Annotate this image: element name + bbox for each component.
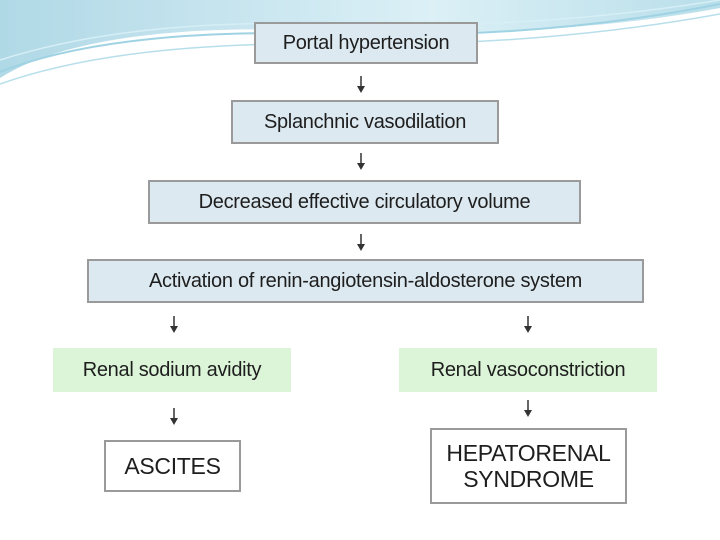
splanchnic-vasodilation-label: Splanchnic vasodilation [263, 110, 467, 133]
ascites-box: ASCITES [104, 440, 241, 492]
hepatorenal-syndrome-box: HEPATORENAL SYNDROME [430, 428, 627, 504]
renal-vasoconstriction-box: Renal vasoconstriction [399, 348, 657, 392]
down-arrow-icon [357, 76, 365, 93]
hepatorenal-line2-label: SYNDROME [463, 466, 594, 492]
ascites-label: ASCITES [124, 452, 221, 479]
decreased-volume-label: Decreased effective circulatory volume [198, 190, 531, 213]
portal-hypertension-box: Portal hypertension [254, 22, 478, 64]
down-arrow-icon [170, 316, 178, 333]
down-arrow-icon [524, 316, 532, 333]
down-arrow-icon [357, 153, 365, 170]
portal-hypertension-label: Portal hypertension [282, 31, 450, 54]
renal-vasoconstriction-label: Renal vasoconstriction [430, 358, 626, 381]
decreased-volume-box: Decreased effective circulatory volume [148, 180, 581, 224]
renal-sodium-avidity-box: Renal sodium avidity [53, 348, 291, 392]
renal-sodium-avidity-label: Renal sodium avidity [82, 358, 262, 381]
raas-activation-box: Activation of renin-angiotensin-aldoster… [87, 259, 644, 303]
down-arrow-icon [524, 400, 532, 417]
hepatorenal-line1-label: HEPATORENAL [446, 439, 611, 466]
raas-activation-label: Activation of renin-angiotensin-aldoster… [148, 269, 583, 292]
down-arrow-icon [357, 234, 365, 251]
down-arrow-icon [170, 408, 178, 425]
splanchnic-vasodilation-box: Splanchnic vasodilation [231, 100, 499, 144]
